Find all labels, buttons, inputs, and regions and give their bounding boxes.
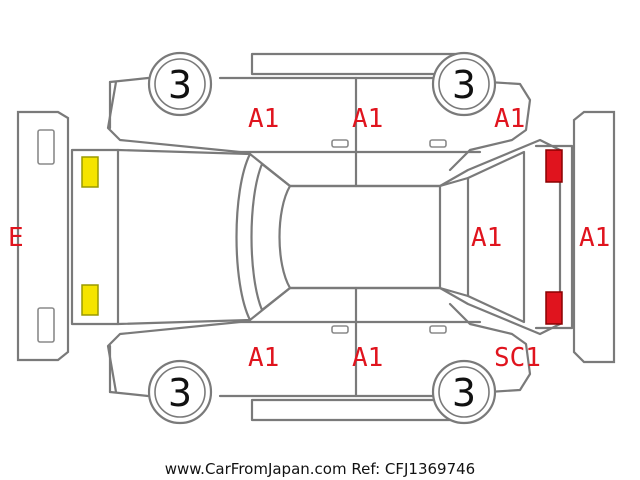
roof [288, 184, 442, 290]
damage-code-tailgate: A1 [471, 223, 502, 253]
taillight-left [545, 149, 563, 183]
tire-rear-right: 3 [431, 359, 497, 425]
taillight-right [545, 291, 563, 325]
front-bumper-panel [16, 110, 70, 362]
tire-front-left-label: 3 [168, 63, 192, 107]
damage-code-rear-panel: A1 [579, 223, 610, 253]
tire-rear-left-label: 3 [168, 371, 192, 415]
tire-front-right: 3 [431, 51, 497, 117]
windshield [250, 162, 292, 312]
tire-rear-right-label: 3 [452, 371, 476, 415]
car-top-view [70, 138, 574, 336]
damage-code-bottom-front-right: A1 [352, 343, 383, 373]
damage-code-bottom-front-left: A1 [248, 343, 279, 373]
rear-bumper-panel [572, 110, 616, 364]
damage-code-roof-front-left: A1 [248, 104, 279, 134]
headlight-left [81, 156, 99, 188]
bottom-rear-door-handle [429, 325, 447, 334]
tire-rear-left: 3 [147, 359, 213, 425]
headlight-right [81, 284, 99, 316]
windshield-outer [235, 152, 252, 322]
tire-front-left: 3 [147, 51, 213, 117]
top-front-door-handle [331, 139, 349, 148]
rear-end-panel [534, 144, 574, 330]
bottom-front-door-handle [331, 325, 349, 334]
tailgate-panel [466, 150, 526, 324]
front-bumper-slot-top [37, 129, 55, 165]
top-rocker-strip [250, 52, 464, 76]
top-rear-door-handle [429, 139, 447, 148]
rear-window [438, 176, 470, 298]
damage-code-front-panel: E [8, 223, 24, 253]
damage-code-rear-top-right: A1 [494, 104, 525, 134]
damage-code-rear-bottom-right: SC1 [494, 343, 541, 373]
bottom-rocker-strip [250, 398, 464, 422]
front-bumper-slot-bottom [37, 307, 55, 343]
damage-code-roof-front-right: A1 [352, 104, 383, 134]
tire-front-right-label: 3 [452, 63, 476, 107]
footer-reference: www.CarFromJapan.com Ref: CFJ1369746 [165, 460, 475, 478]
